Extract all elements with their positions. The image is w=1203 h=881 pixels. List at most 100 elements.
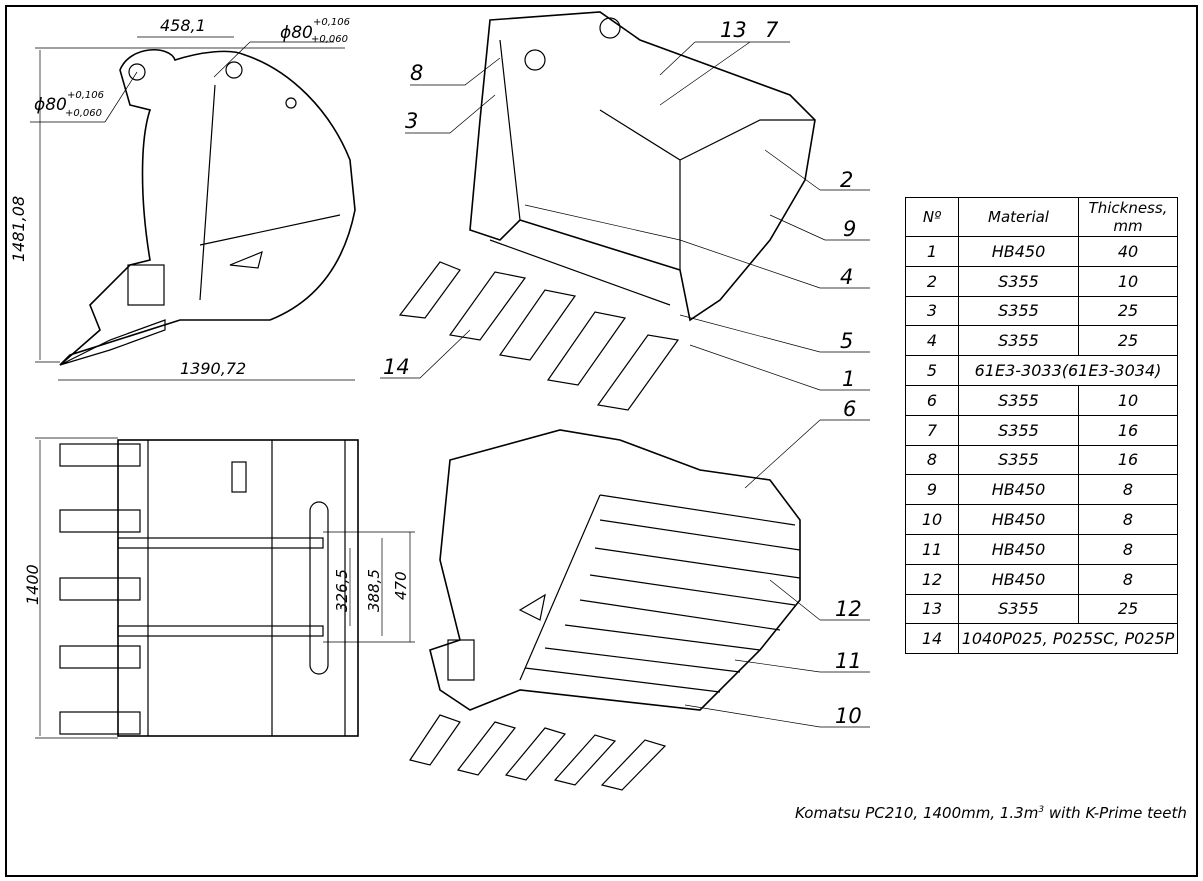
top-tooth (59, 509, 141, 533)
cell-material: S355 (958, 444, 1079, 476)
iso-bucket-edges (489, 39, 815, 306)
pin-hole-left (128, 63, 146, 81)
iso-front-view (398, 11, 816, 411)
cell-no: 9 (905, 474, 959, 506)
header-no: Nº (905, 197, 959, 237)
top-tooth (59, 443, 141, 467)
tol-upper-left: +0,106 (67, 90, 104, 101)
cell-material: 61E3-3033(61E3-3034) (958, 355, 1178, 386)
tol-upper-right: +0,106 (313, 17, 350, 28)
callout-11: 11 (835, 649, 862, 673)
cell-material: HB450 (958, 563, 1079, 595)
callout-10: 10 (835, 704, 862, 728)
iso-tooth (498, 289, 577, 361)
iso-tooth (596, 334, 680, 411)
cell-no: 4 (905, 325, 959, 357)
callout-13: 13 (720, 18, 747, 42)
cell-thickness: 16 (1078, 444, 1178, 476)
cell-thickness: 8 (1078, 533, 1178, 565)
cell-no: 12 (905, 563, 959, 595)
callout-6: 6 (843, 397, 856, 421)
dim-height: 1481,08 (9, 196, 28, 262)
cell-material: HB450 (958, 533, 1079, 565)
cell-material: HB450 (958, 474, 1079, 506)
top-slot (309, 501, 329, 675)
cell-material: S355 (958, 593, 1079, 625)
cell-thickness: 16 (1078, 414, 1178, 446)
callout-3: 3 (405, 109, 418, 133)
side-bucket-details (199, 84, 341, 301)
side-adapter-plate (127, 264, 165, 306)
side-view: 458,1 ϕ80 +0,106 +0,060 ϕ80 +0,106 +0,06… (9, 16, 356, 381)
dim-pin-spacing: 458,1 (160, 16, 206, 35)
iso-back-tooth (553, 734, 617, 786)
cell-thickness: 10 (1078, 384, 1178, 416)
drawing-caption: Komatsu PC210, 1400mm, 1.3m3 with K-Prim… (795, 804, 1187, 822)
callout-1: 1 (842, 367, 855, 391)
top-plate (231, 461, 247, 493)
cell-no: 11 (905, 533, 959, 565)
side-tooth (59, 319, 166, 366)
iso-wear-strips (519, 494, 801, 693)
cell-no: 1 (905, 236, 959, 267)
callout-12: 12 (835, 597, 862, 621)
cell-no: 5 (905, 355, 959, 386)
iso-tooth (448, 271, 527, 341)
cell-no: 6 (905, 384, 959, 416)
cell-material: S355 (958, 384, 1079, 416)
leader-pin-right-diag (213, 41, 251, 78)
tol-lower-right: +0,060 (311, 34, 348, 45)
callout-9: 9 (843, 217, 856, 241)
top-tooth (59, 711, 141, 735)
caption-suffix: with K-Prime teeth (1044, 804, 1187, 822)
iso-back-teeth (409, 714, 667, 791)
iso-pin-boss (524, 49, 546, 71)
cell-no: 2 (905, 265, 959, 297)
dim-a: 326,5 (333, 569, 351, 612)
cell-thickness: 25 (1078, 593, 1178, 625)
side-bucket-shell (59, 49, 356, 366)
top-tooth (59, 645, 141, 669)
cell-no: 8 (905, 444, 959, 476)
leader-pin-left-diag (104, 71, 138, 123)
header-thickness: Thickness, mm (1078, 197, 1178, 237)
pin-hole-small (285, 97, 297, 109)
iso-back-tooth (409, 714, 461, 766)
callout-14: 14 (383, 355, 410, 379)
cell-material: 1040P025, P025SC, P025P (958, 623, 1178, 655)
top-bucket-body (117, 439, 359, 737)
dim-length: 1390,72 (180, 359, 246, 378)
cell-material: S355 (958, 295, 1079, 327)
callout-8: 8 (410, 61, 423, 85)
dim-c: 470 (392, 571, 410, 600)
cell-thickness: 8 (1078, 474, 1178, 506)
top-view: 1400 326,5 388,5 470 (23, 437, 415, 739)
iso-back-adapter (447, 639, 475, 681)
iso-back-window (518, 593, 546, 621)
callout-2: 2 (840, 168, 853, 192)
callout-leaders (380, 41, 870, 728)
top-pin-bar-1 (117, 537, 324, 549)
callout-4: 4 (840, 265, 853, 289)
cell-material: HB450 (958, 504, 1079, 535)
cell-thickness: 10 (1078, 265, 1178, 297)
cell-thickness: 40 (1078, 236, 1178, 267)
iso-back-view (409, 429, 801, 791)
cell-no: 14 (905, 623, 959, 655)
cell-no: 3 (905, 295, 959, 327)
tol-lower-left: +0,060 (65, 108, 102, 119)
dim-width: 1400 (23, 564, 42, 605)
cell-thickness: 25 (1078, 325, 1178, 357)
dim-b: 388,5 (365, 569, 383, 612)
caption-sup: 3 (1038, 805, 1045, 815)
cell-no: 7 (905, 414, 959, 446)
